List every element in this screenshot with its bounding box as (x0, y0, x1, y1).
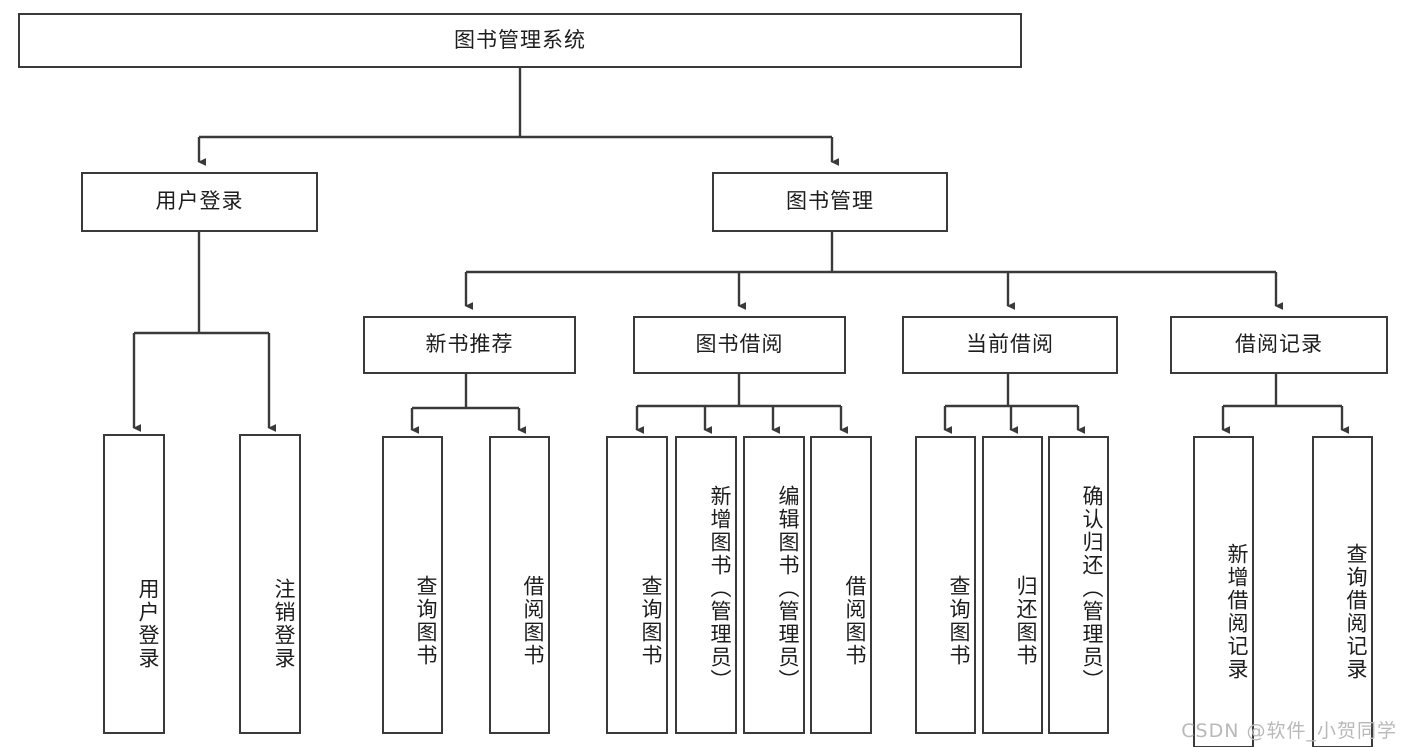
watermark: CSDN @软件_小贺同学 (1181, 720, 1397, 742)
node-leaf-borrow-book-2-label: 借阅图书 (843, 575, 867, 667)
node-book-manage-label: 图书管理 (786, 189, 874, 214)
node-leaf-borrow-book-1-label: 借阅图书 (521, 575, 545, 667)
node-leaf-return-book[interactable]: 归还图书 (982, 436, 1043, 734)
node-leaf-confirm-return[interactable]: 确认归还（管理员） (1048, 436, 1109, 734)
node-book-borrow-label: 图书借阅 (695, 332, 784, 357)
node-leaf-query-record-label: 查询借阅记录 (1344, 543, 1368, 681)
node-leaf-confirm-return-label: 确认归还（管理员） (1080, 484, 1104, 692)
node-leaf-logout[interactable]: 注销登录 (239, 434, 301, 734)
node-leaf-edit-book[interactable]: 编辑图书（管理员） (743, 436, 805, 734)
node-borrow-record-label: 借阅记录 (1235, 332, 1323, 357)
node-user-login-label: 用户登录 (155, 189, 244, 214)
node-current-borrow[interactable]: 当前借阅 (902, 316, 1118, 374)
node-leaf-add-record-label: 新增借阅记录 (1225, 543, 1249, 681)
node-root-label: 图书管理系统 (454, 27, 586, 52)
node-leaf-query-book-1[interactable]: 查询图书 (382, 436, 443, 734)
node-borrow-record[interactable]: 借阅记录 (1170, 316, 1388, 374)
node-user-login[interactable]: 用户登录 (81, 172, 318, 232)
node-leaf-query-book-2-label: 查询图书 (639, 575, 663, 667)
node-current-borrow-label: 当前借阅 (966, 332, 1054, 357)
node-leaf-user-login[interactable]: 用户登录 (103, 434, 165, 734)
node-leaf-add-book-label: 新增图书（管理员） (708, 484, 732, 692)
node-book-borrow[interactable]: 图书借阅 (633, 316, 846, 374)
node-leaf-borrow-book-2[interactable]: 借阅图书 (810, 436, 872, 734)
node-leaf-user-login-label: 用户登录 (136, 578, 160, 670)
node-new-book-recommend[interactable]: 新书推荐 (363, 316, 576, 374)
node-leaf-borrow-book-1[interactable]: 借阅图书 (489, 436, 550, 734)
node-leaf-query-book-2[interactable]: 查询图书 (606, 436, 668, 734)
node-leaf-query-book-3-label: 查询图书 (947, 575, 971, 667)
node-book-manage[interactable]: 图书管理 (712, 172, 948, 232)
node-leaf-edit-book-label: 编辑图书（管理员） (776, 484, 800, 692)
node-leaf-return-book-label: 归还图书 (1014, 575, 1038, 667)
node-leaf-logout-label: 注销登录 (272, 578, 296, 670)
node-new-book-recommend-label: 新书推荐 (425, 332, 514, 357)
node-leaf-query-book-1-label: 查询图书 (414, 575, 438, 667)
node-root[interactable]: 图书管理系统 (18, 13, 1022, 68)
node-leaf-add-record[interactable]: 新增借阅记录 (1193, 436, 1254, 747)
node-leaf-query-record[interactable]: 查询借阅记录 (1312, 436, 1373, 747)
node-leaf-query-book-3[interactable]: 查询图书 (915, 436, 976, 734)
node-leaf-add-book[interactable]: 新增图书（管理员） (675, 436, 737, 734)
